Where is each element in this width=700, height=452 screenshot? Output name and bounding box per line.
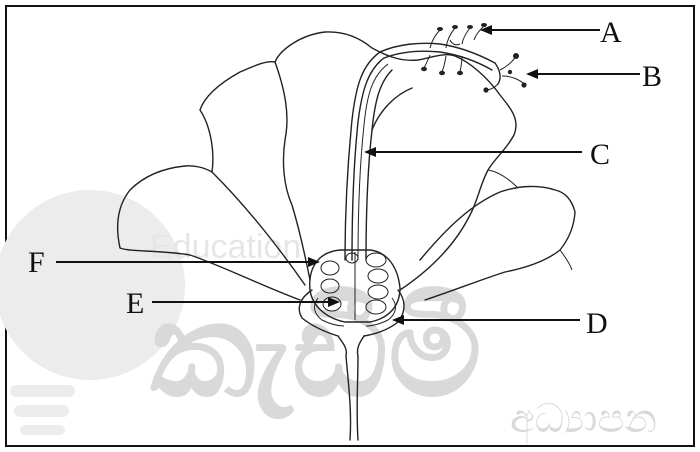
label-E: E (126, 287, 144, 320)
watermark-large-text: කැඩීමී (150, 274, 482, 426)
label-A: A (600, 16, 622, 49)
label-B: B (642, 60, 662, 93)
watermark-small-text: Education (150, 228, 301, 266)
watermark-bulb-base-2 (14, 405, 69, 417)
watermark-sinhala-text: අධ්‍යාපන (510, 396, 657, 444)
label-C: C (590, 138, 610, 171)
watermark-bulb-base-3 (20, 425, 65, 435)
label-D: D (586, 307, 608, 340)
watermark-bulb-base (10, 385, 75, 397)
label-F: F (28, 246, 45, 279)
